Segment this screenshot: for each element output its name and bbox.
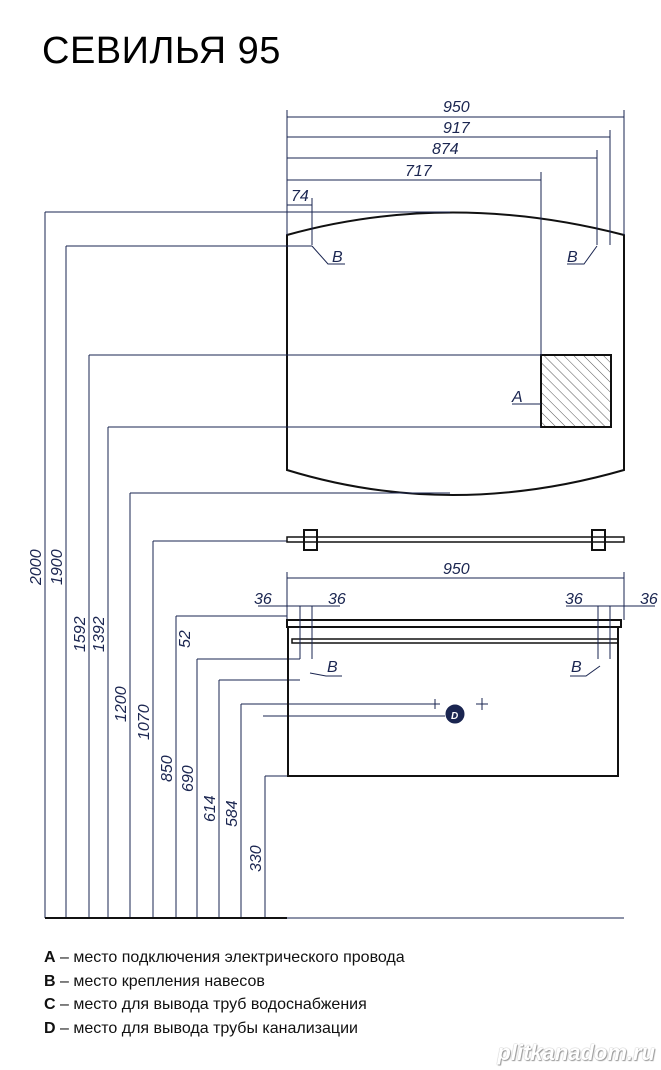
height-1392: 1392 xyxy=(91,616,108,652)
legend-item-a: A – место подключения электрического про… xyxy=(44,946,405,970)
shelf-bracket-right xyxy=(591,529,606,551)
legend-key: A xyxy=(44,949,56,966)
marker-a: A xyxy=(511,389,523,406)
height-1900: 1900 xyxy=(49,549,66,585)
dim-mirror-874: 874 xyxy=(432,141,459,158)
dim-mirror-717: 717 xyxy=(405,163,433,180)
legend-item-b: B – место крепления навесов xyxy=(44,970,405,994)
marker-b-cabinet-right: B xyxy=(571,659,582,676)
height-850: 850 xyxy=(159,755,176,782)
dim-36-left-outer: 36 xyxy=(254,591,272,608)
dim-cabinet-950: 950 xyxy=(443,561,470,578)
legend-text: – место для вывода труб водоснабжения xyxy=(55,996,367,1013)
legend-key: B xyxy=(44,972,56,990)
dim-52: 52 xyxy=(177,630,194,648)
height-330: 330 xyxy=(248,845,265,872)
marker-b-cabinet-left: B xyxy=(327,659,338,676)
drain-marker-d xyxy=(445,704,465,724)
electrical-connection-zone xyxy=(540,354,612,428)
dim-36-right-outer: 36 xyxy=(640,591,658,608)
height-584: 584 xyxy=(224,800,241,827)
height-1070: 1070 xyxy=(136,704,153,740)
marker-d: D xyxy=(451,711,458,722)
height-1200: 1200 xyxy=(113,686,130,722)
dim-36-left-inner: 36 xyxy=(328,591,346,608)
dim-mirror-74: 74 xyxy=(291,188,309,205)
cabinet-body xyxy=(287,626,619,777)
legend-text: – место крепления навесов xyxy=(55,972,265,990)
dim-36-right-inner: 36 xyxy=(565,591,583,608)
page-title: СЕВИЛЬЯ 95 xyxy=(42,30,281,72)
watermark: plitkanadom.ru xyxy=(497,1040,655,1065)
height-1592: 1592 xyxy=(72,616,89,652)
legend-text: – место для вывода трубы канализации xyxy=(55,1019,358,1037)
legend-key: C xyxy=(44,996,56,1013)
height-690: 690 xyxy=(180,765,197,792)
marker-b-left: B xyxy=(332,249,343,266)
shelf-bracket-left xyxy=(303,529,318,551)
dim-mirror-917: 917 xyxy=(443,120,471,137)
cabinet-rail xyxy=(291,638,619,644)
legend-item-c: C – место для вывода труб водоснабжения xyxy=(44,993,405,1017)
height-2000: 2000 xyxy=(28,549,45,586)
dim-mirror-950: 950 xyxy=(443,99,470,116)
legend-item-d: D – место для вывода трубы канализации xyxy=(44,1017,405,1041)
legend: A – место подключения электрического про… xyxy=(44,946,405,1040)
mirror-outline xyxy=(286,211,625,496)
height-614: 614 xyxy=(202,795,219,822)
cabinet-top xyxy=(286,619,622,628)
legend-key: D xyxy=(44,1019,56,1037)
glass-shelf xyxy=(286,536,625,543)
legend-text: – место подключения электрического прово… xyxy=(55,949,405,966)
marker-b-right: B xyxy=(567,249,578,266)
